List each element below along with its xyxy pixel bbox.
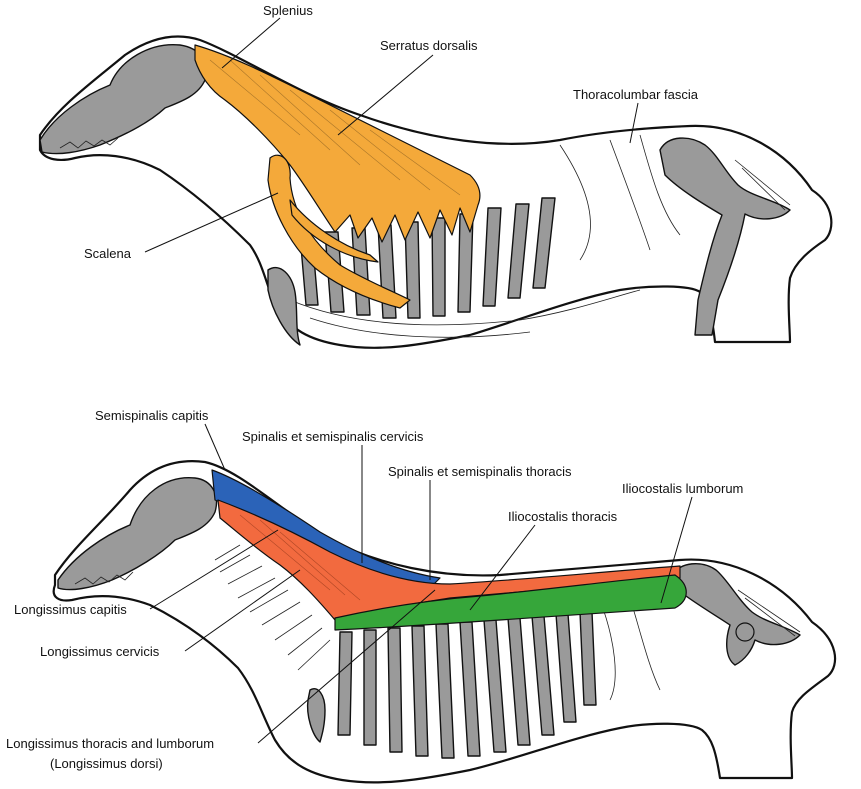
top-pelvis [659,137,791,336]
bottom-pelvis [671,563,801,666]
labels: Splenius Serratus dorsalis Thoracolumbar… [6,3,743,771]
label-semispinalis-capitis: Semispinalis capitis [95,408,209,423]
scalena-muscle [267,154,411,309]
serratus-splenius-muscle [194,44,481,243]
bottom-ribs [337,611,597,759]
label-iliocostalis-lumborum: Iliocostalis lumborum [622,481,743,496]
top-figure [38,35,833,349]
label-longissimus-cervicis: Longissimus cervicis [40,644,160,659]
iliocostalis-muscle [334,574,687,631]
label-splenius: Splenius [263,3,313,18]
bottom-skull [57,477,218,591]
label-longissimus-dorsi-alt: (Longissimus dorsi) [50,756,163,771]
label-longissimus-dorsi: Longissimus thoracis and lumborum [6,736,214,751]
label-spinalis-cervicis: Spinalis et semispinalis cervicis [242,429,424,444]
label-iliocostalis-thoracis: Iliocostalis thoracis [508,509,618,524]
label-spinalis-thoracis: Spinalis et semispinalis thoracis [388,464,572,479]
leader-lines [144,17,693,744]
label-scalena: Scalena [84,246,132,261]
label-thoracolumbar-fascia: Thoracolumbar fascia [573,87,699,102]
label-longissimus-capitis: Longissimus capitis [14,602,127,617]
label-serratus-dorsalis: Serratus dorsalis [380,38,478,53]
bottom-figure [52,460,837,784]
